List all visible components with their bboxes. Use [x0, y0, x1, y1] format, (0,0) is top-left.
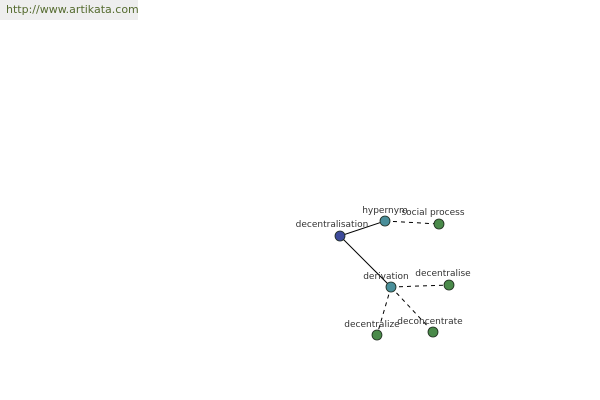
node-decentralize[interactable]: [371, 329, 383, 341]
site-url-link[interactable]: http://www.artikata.com: [0, 0, 139, 20]
edge-decentralisation-derivation: [339, 235, 392, 288]
node-decentralisation[interactable]: [334, 230, 346, 242]
node-derivation[interactable]: [385, 281, 397, 293]
node-label-deconcentrate: deconcentrate: [397, 317, 463, 327]
node-label-decentralise: decentralise: [415, 269, 471, 279]
edge-derivation-deconcentrate: [390, 286, 434, 333]
node-decentralise[interactable]: [443, 279, 455, 291]
node-label-social-process: social process: [401, 208, 464, 218]
node-label-derivation: derivation: [363, 272, 409, 282]
edge-derivation-decentralise: [390, 284, 450, 288]
edges-layer: [339, 220, 450, 336]
node-label-decentralisation: decentralisation: [296, 220, 369, 230]
edge-derivation-decentralize: [376, 286, 392, 336]
node-label-decentralize: decentralize: [344, 320, 400, 330]
nodes-layer: [334, 215, 455, 341]
node-social-process[interactable]: [433, 218, 445, 230]
node-label-hypernym: hypernym: [362, 206, 408, 216]
node-hypernym[interactable]: [379, 215, 391, 227]
edge-decentralisation-hypernym: [339, 220, 386, 237]
node-deconcentrate[interactable]: [427, 326, 439, 338]
edge-hypernym-social-process: [384, 220, 440, 225]
